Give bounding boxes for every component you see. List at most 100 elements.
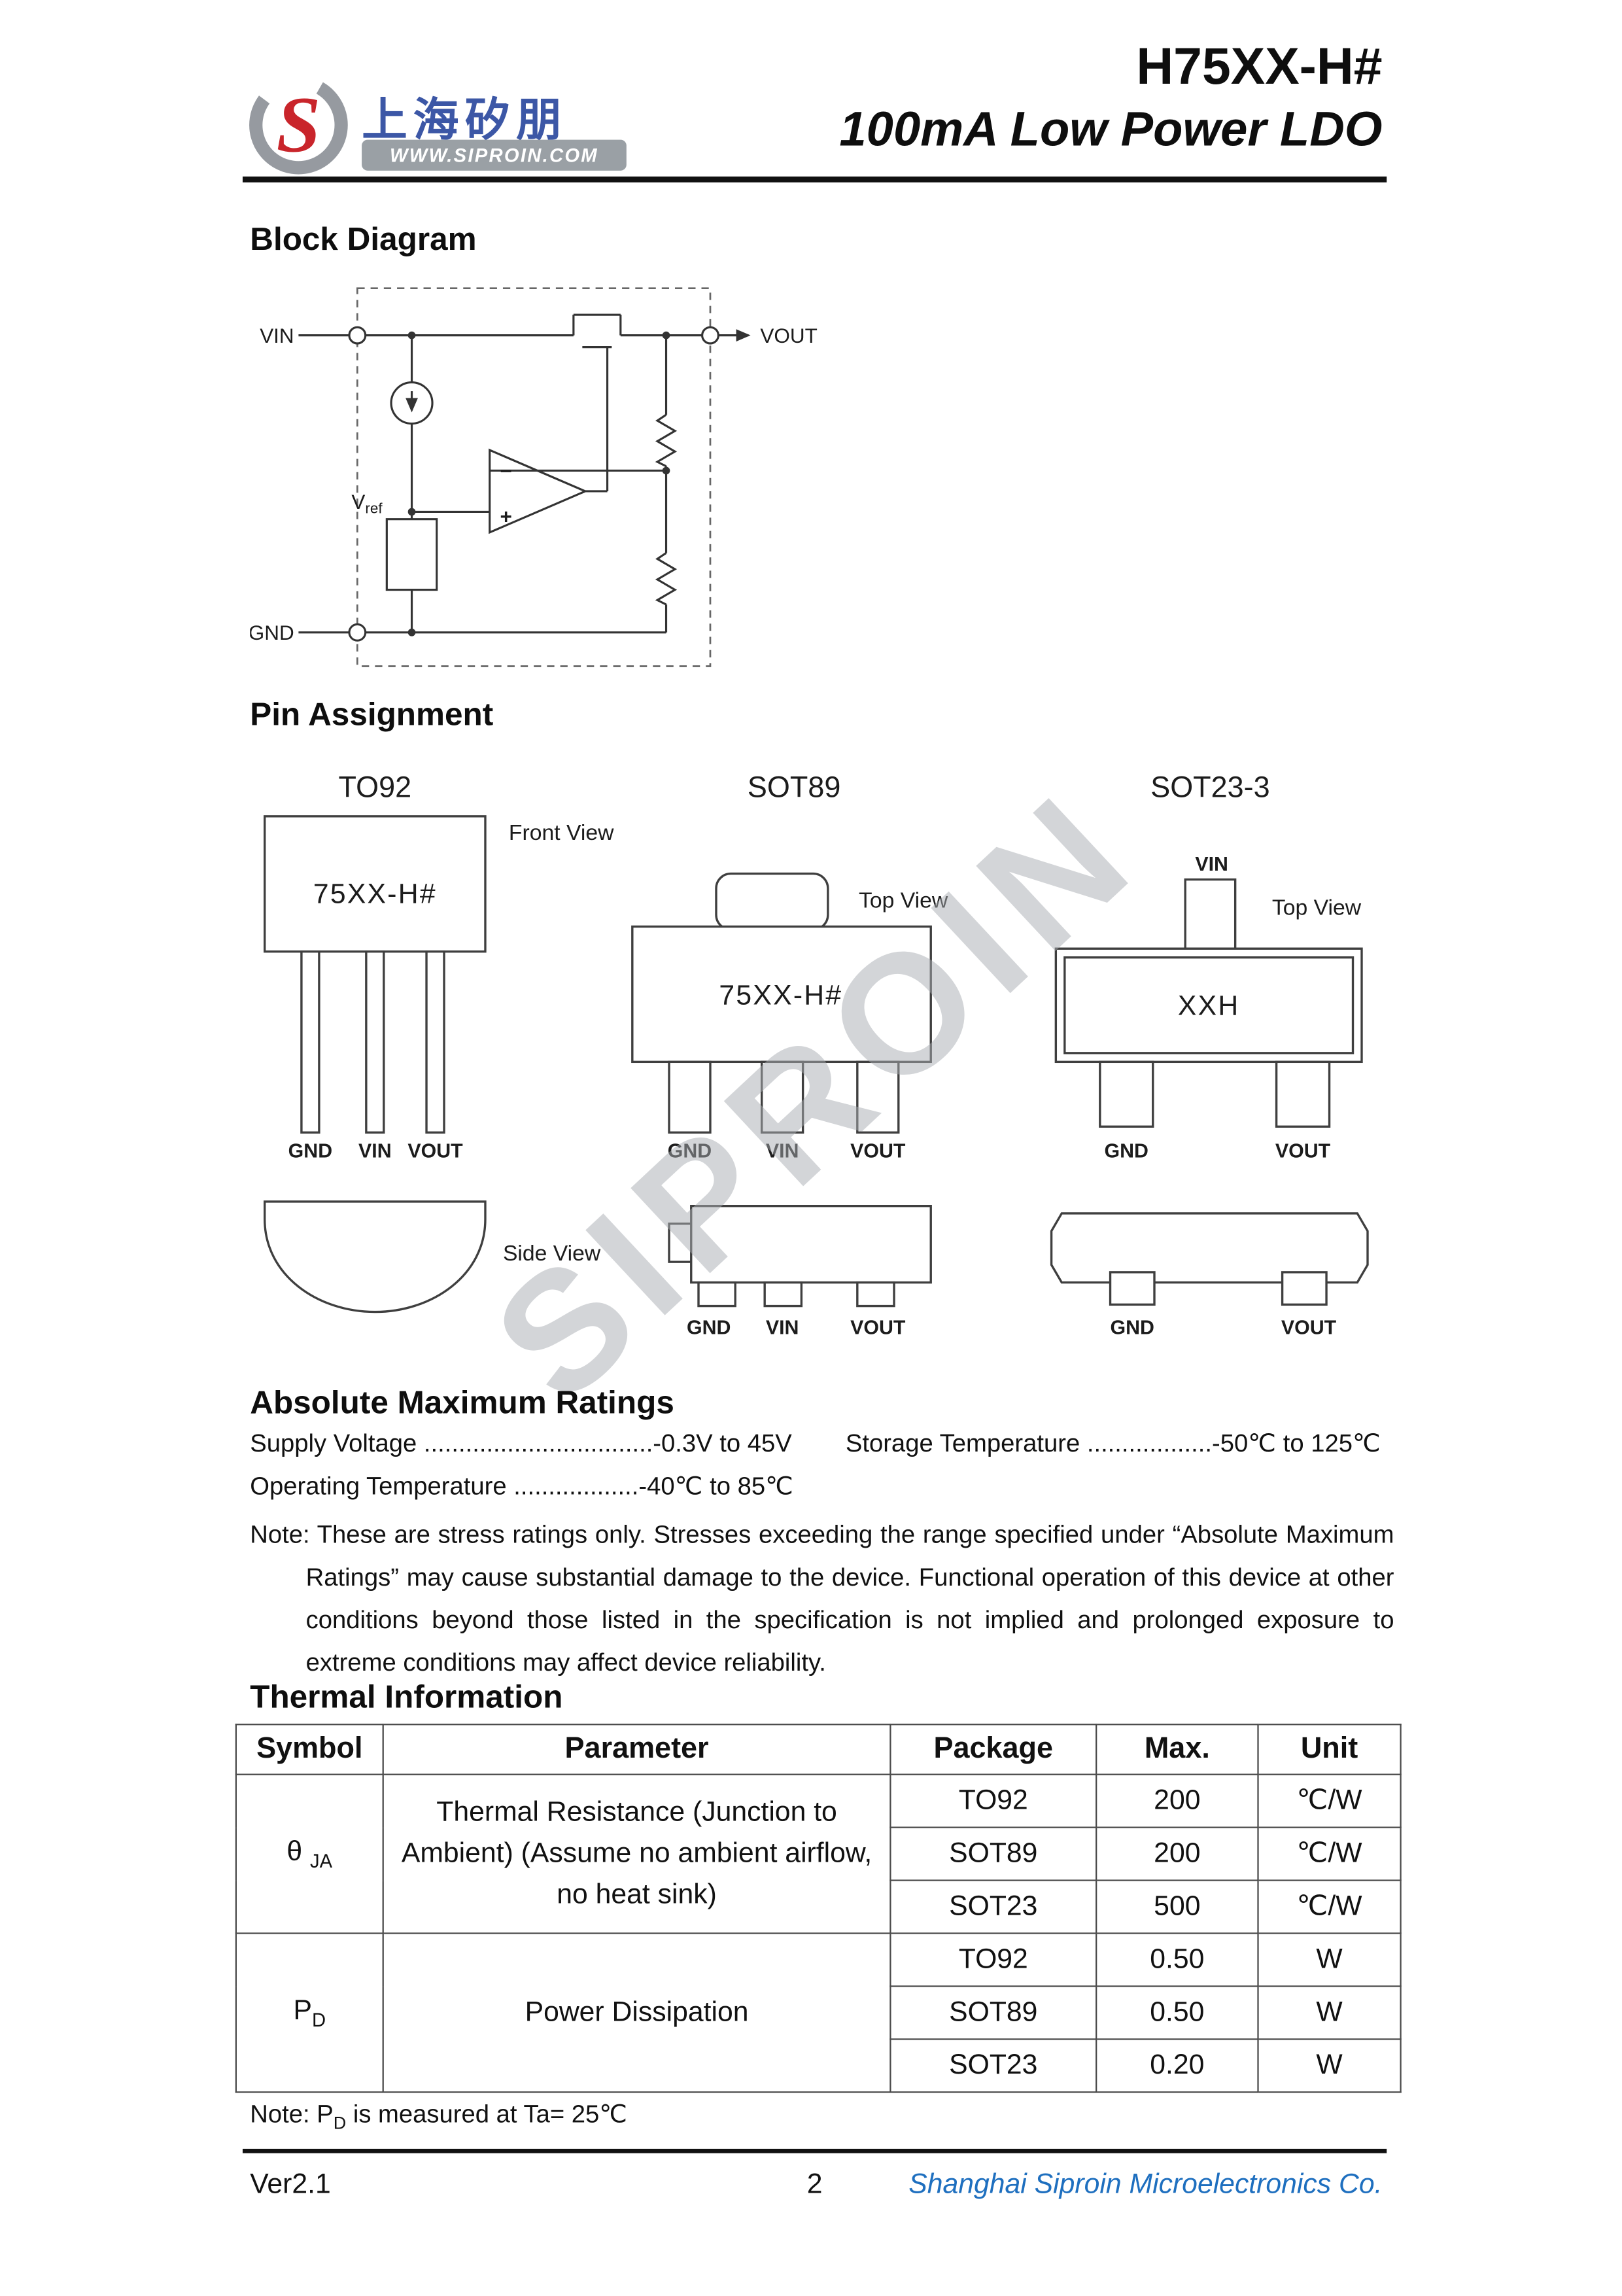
vout-terminal [701,326,719,345]
opamp-plus-sign: + [500,505,511,528]
document-version: Ver2.1 [250,2169,331,2200]
sot23-top-view-label: Top View [1272,896,1362,920]
to92-side-view-label: Side View [503,1241,601,1266]
siproin-logo-icon: S [249,75,348,175]
sot89-tab [715,872,829,931]
operating-temp-rating: Operating Temperature ..................… [250,1472,794,1501]
sot23-pin1-label: GND [1105,1140,1148,1162]
package-cell: TO92 [889,1932,1097,1987]
col-header-unit: Unit [1257,1724,1402,1775]
supply-voltage-rating: Supply Voltage .........................… [250,1429,792,1458]
footer-divider [242,2148,1387,2153]
table-row: SOT89 0.50 W [236,1985,1402,2040]
sot89-package-name: SOT89 [748,771,840,804]
page-number: 2 [806,2169,823,2200]
sot23-package-name: SOT23-3 [1150,771,1269,804]
gnd-label: GND [250,621,294,644]
thermal-info-heading: Thermal Information [250,1678,563,1715]
vin-terminal [348,326,367,345]
col-header-max: Max. [1096,1724,1259,1775]
block-diagram-drawing: VIN VOUT GND Vref − + [250,287,818,667]
table-row: SOT23 0.20 W [236,2038,1402,2093]
sot89-pin2-label: VIN [766,1140,799,1162]
vout-label: VOUT [760,324,817,347]
pd-subscript: D [311,2008,326,2030]
symbol-pd: PD [235,1932,384,2093]
sot89-marking: 75XX-H# [719,980,842,1011]
svg-text:S: S [277,82,321,169]
to92-side-body [264,1200,487,1313]
to92-pin2-label: VIN [358,1140,392,1162]
product-title: 100mA Low Power LDO [839,101,1383,156]
symbol-theta-ja: θ JA [235,1773,384,1934]
max-cell: 0.20 [1096,2038,1259,2093]
sot89-side-body [690,1205,932,1284]
parameter-thermal-resistance: Thermal Resistance (Junction to Ambient)… [382,1773,891,1934]
sot89-pin1-label: GND [668,1140,712,1162]
logo-company-name: 上海矽朋 [362,94,568,146]
max-cell: 0.50 [1096,1985,1259,2040]
max-cell: 0.50 [1096,1932,1259,1987]
theta-subscript: JA [310,1849,333,1871]
storage-temp-rating: Storage Temperature ..................-5… [845,1429,1381,1458]
block-diagram-heading: Block Diagram [250,220,477,258]
sot89-pin3-label: VOUT [850,1140,906,1162]
max-cell: 200 [1096,1826,1259,1881]
table-row: PD Power Dissipation TO92 0.50 W [235,1932,1402,2093]
sot89-body [631,925,932,1064]
package-cell: SOT23 [889,2038,1097,2093]
unit-cell: ℃/W [1257,1879,1402,1934]
max-cell: 500 [1096,1879,1259,1934]
table-row: SOT89 200 ℃/W [236,1826,1402,1881]
opamp-minus-sign: − [500,460,511,483]
to92-pin3-label: VOUT [407,1140,463,1162]
header-divider [242,176,1387,183]
to92-marking: 75XX-H# [313,878,437,910]
sot23-side-pin2-label: VOUT [1281,1317,1337,1338]
vin-label: VIN [260,324,294,347]
unit-cell: W [1257,1985,1402,2040]
footer-company-name: Shanghai Siproin Microelectronics Co. [908,2169,1383,2200]
pin-assignment-heading: Pin Assignment [250,695,494,733]
gnd-terminal [348,623,367,642]
sot23-side-body [1050,1212,1369,1284]
table-row: SOT23 500 ℃/W [236,1879,1402,1934]
table-row: θ JA Thermal Resistance (Junction to Amb… [235,1773,1402,1934]
ic-boundary-box [356,287,712,667]
logo-website: WWW.SIPROIN.COM [362,139,627,171]
theta-symbol: θ [286,1836,303,1868]
sot23-side-pin1-label: GND [1111,1317,1154,1338]
unit-cell: ℃/W [1257,1826,1402,1881]
sot89-top-view-label: Top View [859,888,948,913]
vref-label: Vref [351,491,383,517]
package-cell: TO92 [889,1773,1097,1828]
sot23-top-pin-label: VIN [1195,854,1228,875]
col-header-parameter: Parameter [382,1724,891,1775]
col-header-package: Package [889,1724,1097,1775]
thermal-table-note: Note: PD is measured at Ta= 25℃ [250,2100,628,2134]
to92-front-view-label: Front View [509,820,614,845]
sot89-side-pin1-label: GND [687,1317,731,1338]
package-cell: SOT89 [889,1826,1097,1881]
thermal-information-table: Symbol Parameter Package Max. Unit θ JA … [235,1724,1402,2093]
col-header-symbol: Symbol [235,1724,384,1775]
package-cell: SOT23 [889,1879,1097,1934]
abs-max-heading: Absolute Maximum Ratings [250,1383,674,1421]
pd-symbol: P [293,1995,312,2026]
sot89-side-pin3-label: VOUT [850,1317,906,1338]
part-number-title: H75XX-H# [1136,38,1383,96]
sot23-pin2-label: VOUT [1275,1140,1331,1162]
abs-max-note: Note: These are stress ratings only. Str… [250,1520,1394,1677]
thermal-table-header-row: Symbol Parameter Package Max. Unit [235,1724,1402,1775]
package-cell: SOT89 [889,1985,1097,2040]
unit-cell: W [1257,2038,1402,2093]
sot89-side-pin2-label: VIN [766,1317,799,1338]
sot23-marking: XXH [1178,990,1240,1021]
to92-package-name: TO92 [339,771,412,804]
to92-pin1-label: GND [288,1140,332,1162]
pin-assignment-drawings: TO92 SOT89 SOT23-3 Front View Side View … [264,771,1369,1338]
parameter-power-dissipation: Power Dissipation [382,1932,891,2093]
max-cell: 200 [1096,1773,1259,1828]
unit-cell: W [1257,1932,1402,1987]
